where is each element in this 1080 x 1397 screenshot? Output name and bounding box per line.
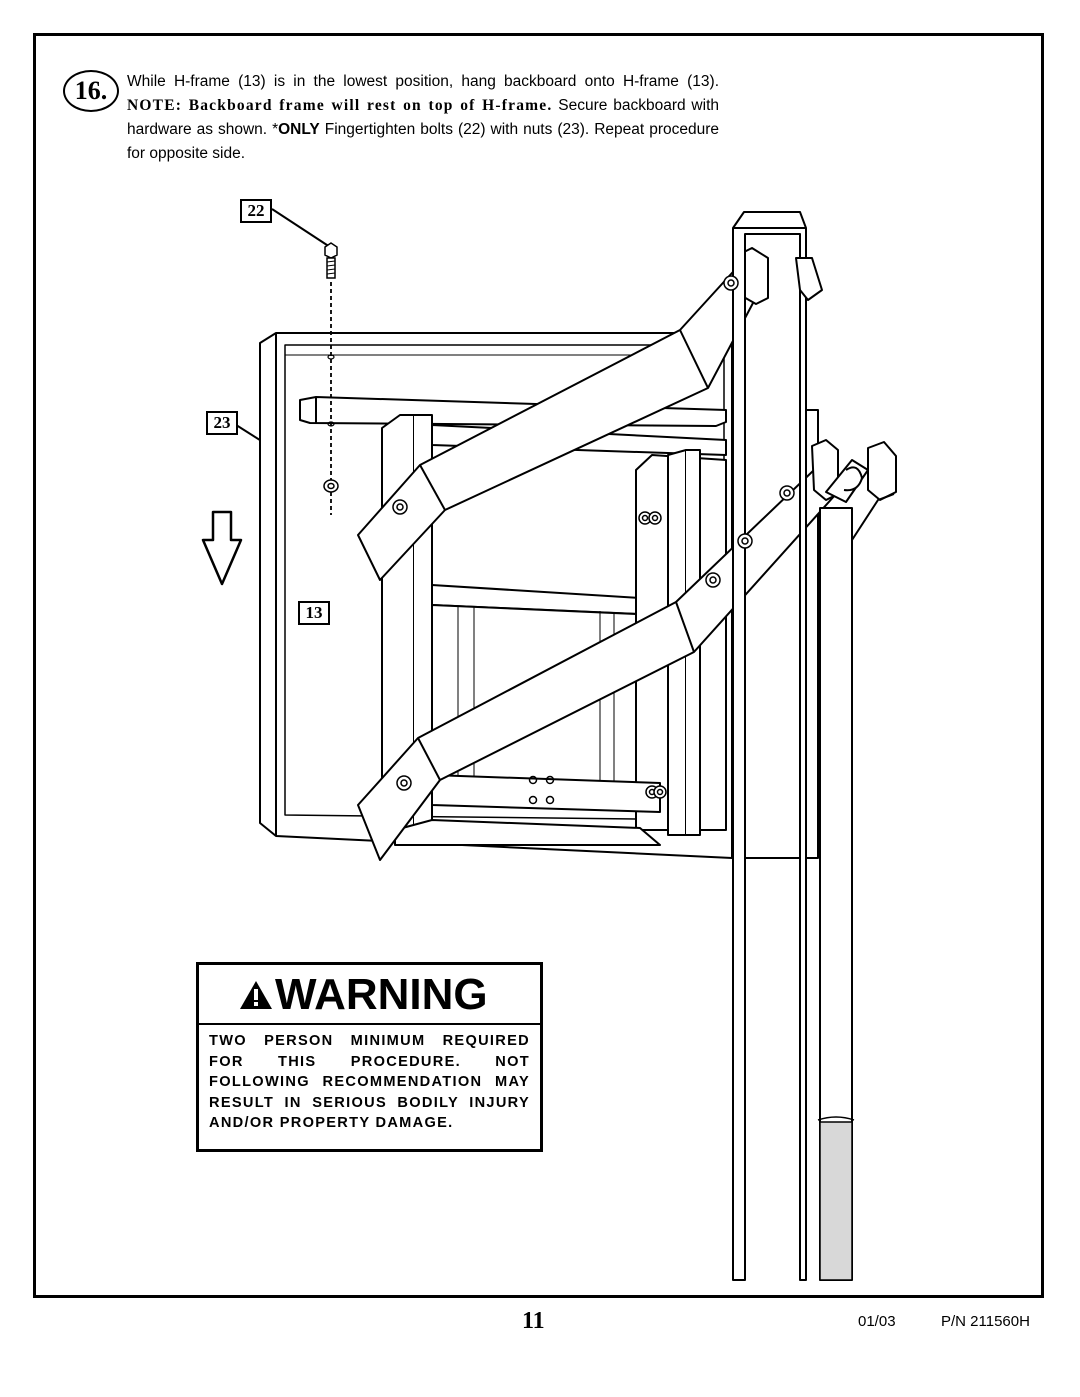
instruction-text-3: Fingertighten bolts (22) with nuts (23).…: [127, 121, 719, 162]
date-code: 01/03: [858, 1313, 896, 1330]
step-instructions: While H-frame (13) is in the lowest posi…: [127, 70, 719, 166]
page-number: 11: [522, 1308, 545, 1334]
down-arrow-icon: [201, 510, 243, 586]
page-border: [33, 33, 1044, 1298]
step-number: 16.: [63, 70, 119, 112]
instruction-note: NOTE: Backboard frame will rest on top o…: [127, 97, 553, 114]
instruction-text-1: While H-frame (13) is in the lowest posi…: [127, 73, 719, 90]
callout-nut: 23: [206, 411, 238, 435]
instruction-only: ONLY: [278, 121, 320, 138]
warning-title-text: WARNING: [275, 970, 488, 1019]
instruction-text-2: Secure backboard with hardware as shown.…: [127, 97, 719, 138]
warning-divider: [199, 1023, 540, 1025]
callout-bolt: 22: [240, 199, 272, 223]
warning-text: TWO PERSON MINIMUM REQUIRED FOR THIS PRO…: [209, 1033, 530, 1131]
warning-box: WARNING TWO PERSON MINIMUM REQUIRED FOR …: [196, 962, 543, 1152]
warning-triangle-icon: [240, 981, 272, 1009]
callout-h-frame: 13: [298, 601, 330, 625]
nut-23-icon: [323, 479, 339, 493]
bolt-22-icon: [324, 242, 338, 279]
part-number: P/N 211560H: [941, 1313, 1030, 1330]
warning-title: WARNING: [239, 971, 530, 1019]
